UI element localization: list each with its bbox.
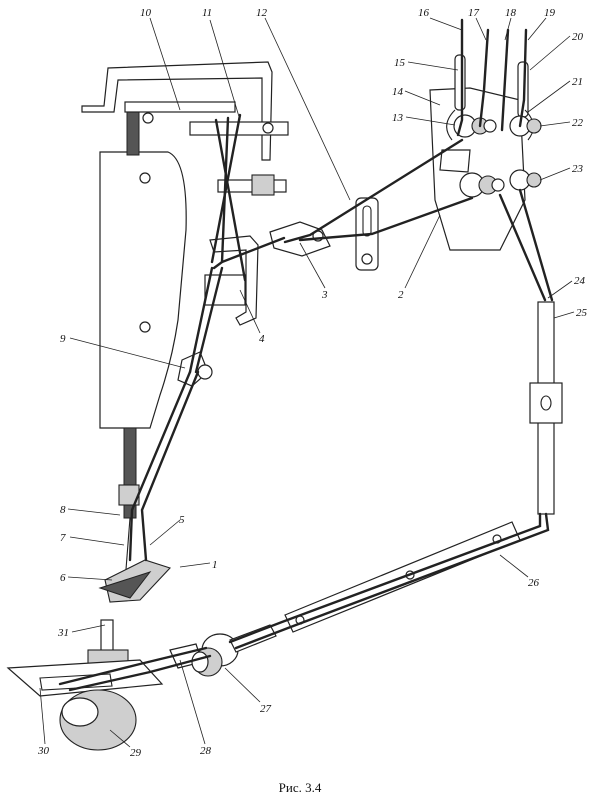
label-24: 24 — [574, 275, 586, 287]
label-15: 15 — [394, 57, 406, 69]
guide-screw-11 — [262, 122, 274, 134]
machine-arm — [99, 151, 187, 429]
guide-9-screw — [197, 364, 213, 380]
label-13: 13 — [392, 112, 404, 124]
guide-4-plate — [204, 274, 246, 306]
label-25: 25 — [576, 307, 588, 319]
label-21: 21 — [572, 76, 583, 88]
label-2: 2 — [398, 289, 404, 301]
bracket-post — [126, 109, 140, 156]
label-16: 16 — [418, 7, 430, 19]
tension-discs-2 — [459, 172, 505, 198]
thread-guide-10 — [124, 101, 236, 113]
label-5: 5 — [179, 514, 185, 526]
label-11: 11 — [202, 7, 212, 19]
tension-discs-23 — [509, 169, 542, 191]
tube-clamp-hole — [540, 395, 552, 411]
leader-lines — [39, 17, 575, 748]
label-29: 29 — [130, 747, 142, 759]
label-1: 1 — [212, 559, 218, 571]
feed-plate-30-slot — [39, 673, 113, 691]
label-7: 7 — [60, 532, 66, 544]
threads — [58, 18, 554, 692]
part-labels: 1 2 3 4 5 6 7 8 9 10 11 12 13 14 15 16 1… — [37, 7, 588, 759]
label-8: 8 — [60, 504, 66, 516]
label-31: 31 — [57, 627, 69, 639]
label-14: 14 — [392, 86, 404, 98]
tube-clamp — [529, 382, 563, 424]
top-bracket — [81, 61, 273, 161]
tension-bracket — [439, 149, 471, 173]
thread-guide-15 — [454, 54, 466, 111]
label-30: 30 — [37, 745, 50, 757]
guide-12-screw — [361, 253, 373, 265]
label-10: 10 — [140, 7, 152, 19]
nut-11 — [251, 174, 275, 196]
arm-screw-top — [139, 172, 151, 184]
arm-screw-bottom — [139, 321, 151, 333]
label-12: 12 — [256, 7, 268, 19]
figure-caption: Рис. 3.4 — [278, 780, 322, 795]
label-26: 26 — [528, 577, 540, 589]
tension-discs-22 — [509, 115, 542, 137]
check-spring-14 — [446, 109, 456, 141]
looper-6 — [98, 571, 152, 599]
label-4: 4 — [259, 333, 265, 345]
label-22: 22 — [572, 117, 584, 129]
label-18: 18 — [505, 7, 517, 19]
label-23: 23 — [572, 163, 584, 175]
pulley-29-hub — [61, 697, 99, 727]
label-17: 17 — [468, 7, 480, 19]
label-6: 6 — [60, 572, 66, 584]
label-20: 20 — [572, 31, 584, 43]
guide-12-slot — [362, 205, 372, 237]
label-9: 9 — [60, 333, 66, 345]
label-27: 27 — [260, 703, 272, 715]
label-19: 19 — [544, 7, 556, 19]
label-28: 28 — [200, 745, 212, 757]
guide-screw-10 — [142, 112, 154, 124]
label-3: 3 — [321, 289, 328, 301]
